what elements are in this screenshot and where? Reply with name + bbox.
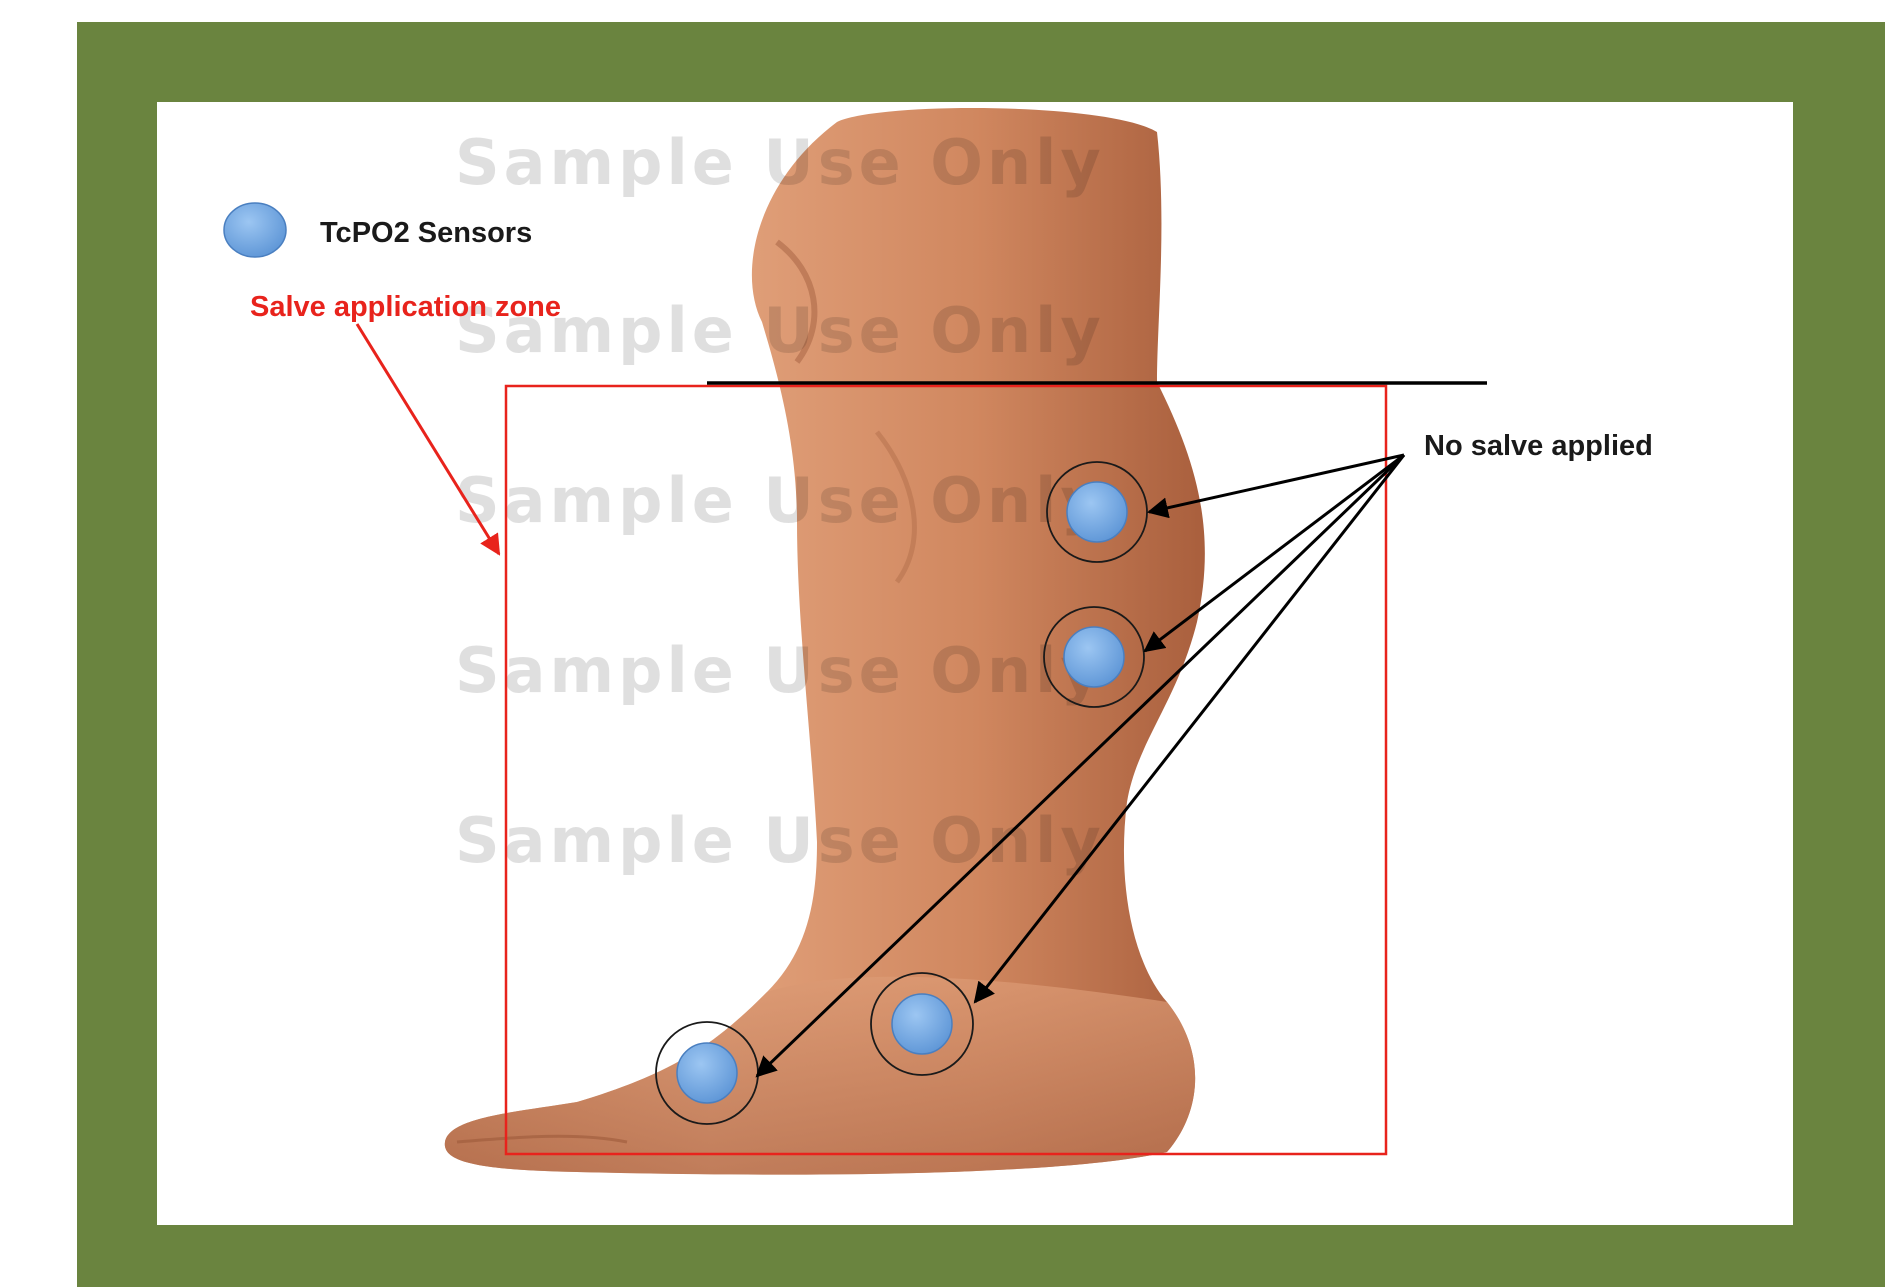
watermark-4: Sample Use Only bbox=[455, 634, 1105, 707]
watermark-3: Sample Use Only bbox=[455, 464, 1105, 537]
diagram-panel: Sample Use Only Sample Use Only Sample U… bbox=[157, 102, 1793, 1225]
legend-label: TcPO2 Sensors bbox=[320, 217, 532, 249]
callout-label: No salve applied bbox=[1424, 430, 1653, 462]
foot-shape bbox=[445, 977, 1195, 1175]
watermark-1: Sample Use Only bbox=[455, 126, 1105, 199]
leg-sensor-diagram: Sample Use Only Sample Use Only Sample U… bbox=[157, 102, 1793, 1225]
zone-label: Salve application zone bbox=[250, 291, 561, 323]
watermark-5: Sample Use Only bbox=[455, 804, 1105, 877]
legend: TcPO2 Sensors bbox=[224, 203, 532, 257]
blue-circle-sensor-icon bbox=[224, 203, 286, 257]
